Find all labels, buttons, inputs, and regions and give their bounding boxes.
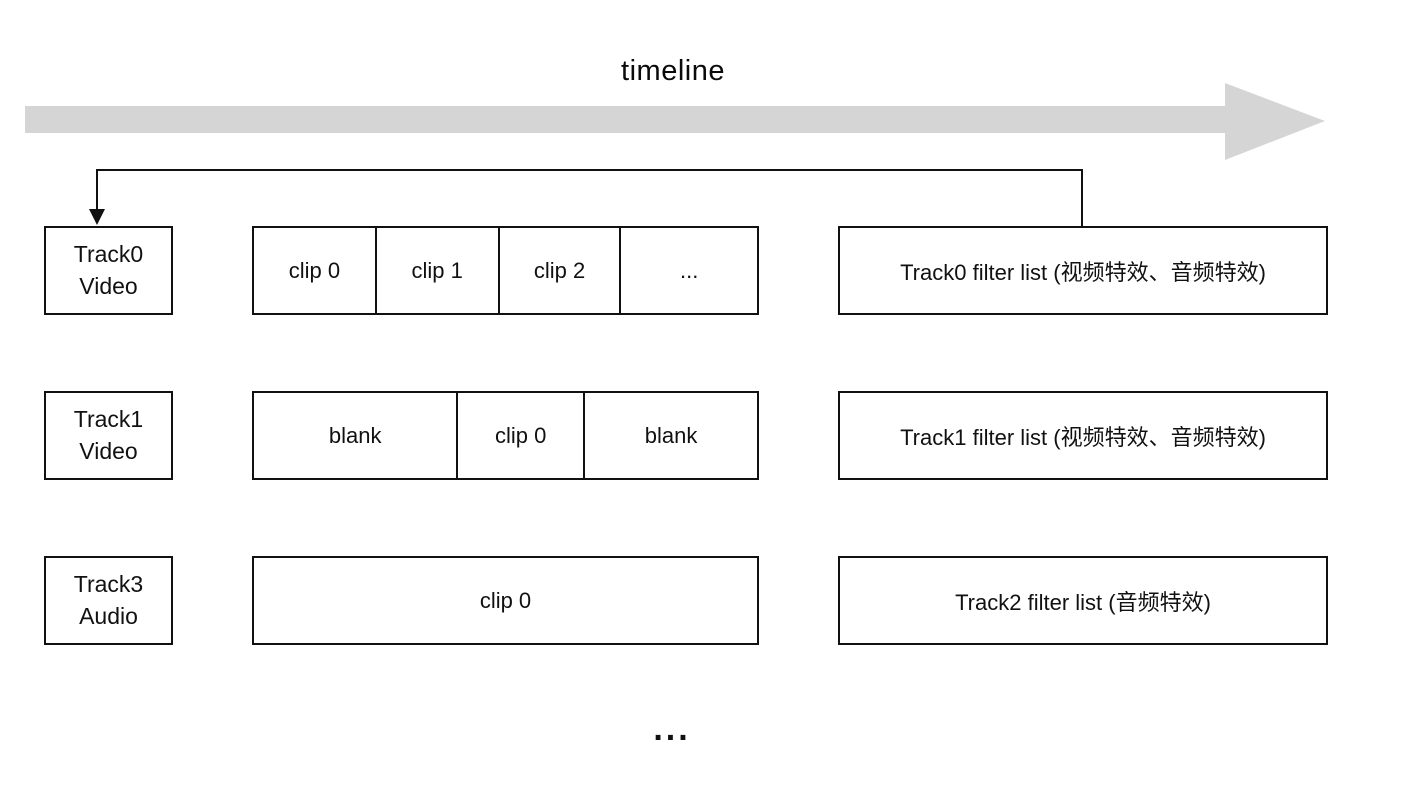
track0-video-label-box: Track0 Video xyxy=(44,226,173,315)
track0-clip-cell: clip 1 xyxy=(374,228,498,313)
track1-blank-cell: blank xyxy=(328,422,382,448)
track3-clip-cell: clip 0 xyxy=(479,587,532,613)
track1-blank-cell: blank xyxy=(583,393,757,478)
track3-audio-label-box: Track3 Audio xyxy=(44,556,173,645)
track1-clip-strip: blank clip 0 blank xyxy=(252,391,759,480)
timeline-arrow-icon xyxy=(25,83,1325,160)
filter-to-track-connector-line xyxy=(96,169,1083,228)
track0-filter-list-box: Track0 filter list (视频特效、音频特效) xyxy=(838,226,1328,315)
track1-video-label-box: Track1 Video xyxy=(44,391,173,480)
track0-clip-cell: clip 0 xyxy=(288,257,341,283)
more-tracks-ellipsis: ... xyxy=(653,710,691,748)
diagram-title: timeline xyxy=(621,55,725,87)
track1-clip-cell: clip 0 xyxy=(456,393,583,478)
track0-clip-strip: clip 0 clip 1 clip 2 ... xyxy=(252,226,759,315)
track3-clip-strip: clip 0 xyxy=(252,556,759,645)
track0-clip-cell-more: ... xyxy=(619,228,757,313)
track2-filter-list-box: Track2 filter list (音频特效) xyxy=(838,556,1328,645)
connector-down-arrow-icon xyxy=(89,209,105,225)
track1-filter-list-box: Track1 filter list (视频特效、音频特效) xyxy=(838,391,1328,480)
track0-clip-cell: clip 2 xyxy=(497,228,620,313)
